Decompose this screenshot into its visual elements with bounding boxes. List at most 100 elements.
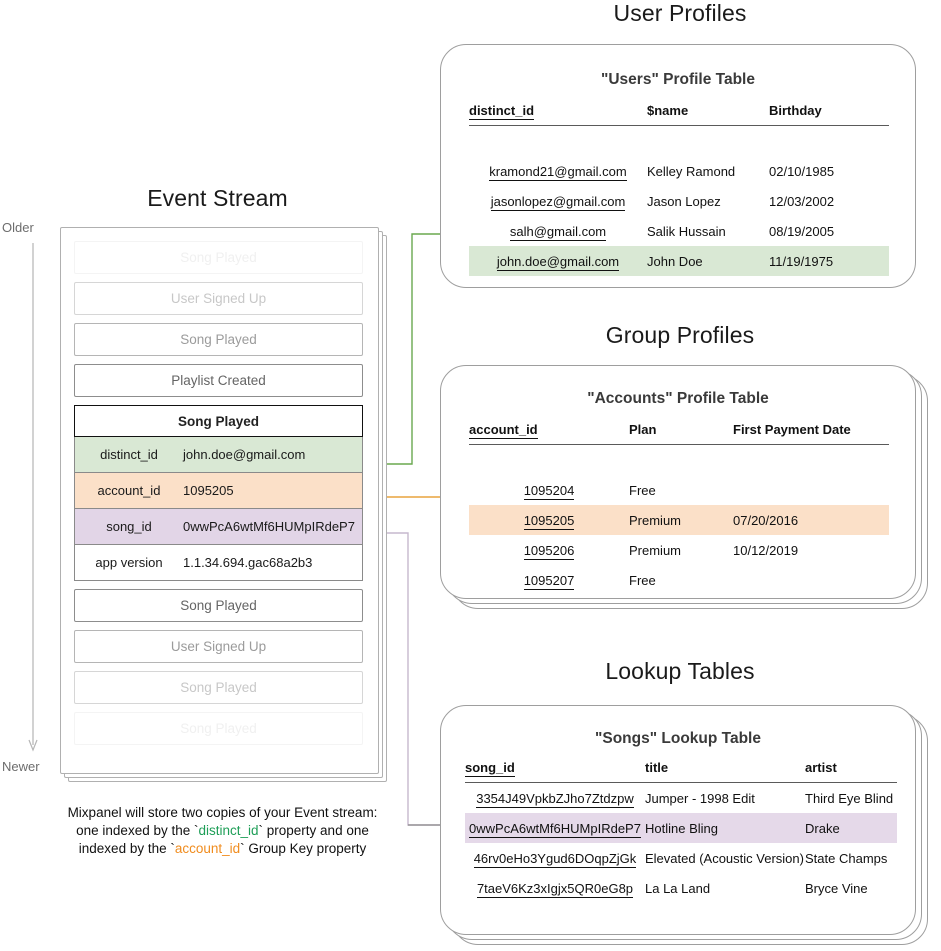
caption-line-1: Mixpanel will store two copies of your E… — [67, 805, 378, 820]
cell-birthday: 11/19/1975 — [769, 246, 889, 276]
event-card[interactable]: Song Played — [74, 671, 363, 704]
table-row[interactable]: kramond21@gmail.com Kelley Ramond 02/10/… — [469, 156, 889, 186]
caption-line-3: indexed by the `account_id` Group Key pr… — [40, 840, 405, 858]
table-row[interactable]: 7taeV6Kz3xIgjx5QR0eG8p La La Land Bryce … — [465, 873, 897, 903]
event-card[interactable]: Song Played — [74, 589, 363, 622]
table-row[interactable]: salh@gmail.com Salik Hussain 08/19/2005 — [469, 216, 889, 246]
table-row[interactable]: jasonlopez@gmail.com Jason Lopez 12/03/2… — [469, 186, 889, 216]
caption-text: one indexed by the ` — [76, 823, 199, 838]
table-row[interactable]: 1095204 Free — [469, 475, 889, 505]
songs-table-header-row: song_id title artist — [465, 760, 897, 783]
event-property-value: 0wwPcA6wtMf6HUMpIRdeP7 — [183, 519, 355, 534]
cell-first-payment-date: 10/12/2019 — [733, 542, 799, 558]
event-card[interactable]: Song Played — [74, 241, 363, 274]
cell-first-payment-date: 07/20/2016 — [733, 505, 889, 535]
caption-text: indexed by the ` — [78, 841, 175, 856]
event-property-key: distinct_id — [100, 447, 158, 462]
caption-keyword-distinct-id: distinct_id — [198, 823, 259, 838]
cell-name: Salik Hussain — [647, 223, 726, 239]
cell-plan: Premium — [629, 505, 733, 535]
cell-distinct-id: john.doe@gmail.com — [469, 246, 647, 276]
accounts-table: account_id Plan First Payment Date 10952… — [469, 422, 889, 595]
expanded-event-title: Song Played — [74, 405, 363, 437]
cell-artist: Third Eye Blind — [805, 790, 894, 806]
event-property-row-app-version: app version 1.1.34.694.gac68a2b3 — [74, 545, 363, 581]
cell-birthday: 02/10/1985 — [769, 163, 835, 179]
event-card[interactable]: Song Played — [74, 712, 363, 745]
column-header-song-id: song_id — [465, 760, 515, 777]
event-property-value: john.doe@gmail.com — [183, 447, 306, 462]
group-profiles-heading: Group Profiles — [605, 322, 755, 348]
cell-title: Jumper - 1998 Edit — [645, 790, 755, 806]
table-row[interactable]: 1095206 Premium 10/12/2019 — [469, 535, 889, 565]
cell-song-id: 3354J49VpkbZJho7Ztdzpw — [476, 790, 634, 808]
users-table: distinct_id $name Birthday kramond21@gma… — [469, 103, 889, 276]
column-header-birthday: Birthday — [769, 103, 822, 118]
cell-birthday: 08/19/2005 — [769, 223, 835, 239]
event-property-key: song_id — [106, 519, 152, 534]
table-row-highlighted[interactable]: 0wwPcA6wtMf6HUMpIRdeP7 Hotline Bling Dra… — [465, 813, 897, 843]
table-row-highlighted[interactable]: 1095205 Premium 07/20/2016 — [469, 505, 889, 535]
column-header-first-payment-date: First Payment Date — [733, 422, 851, 437]
caption-line-2: one indexed by the `distinct_id` propert… — [40, 822, 405, 840]
cell-plan: Free — [629, 482, 656, 498]
lookup-tables-heading: Lookup Tables — [605, 658, 755, 684]
user-profiles-heading: User Profiles — [613, 0, 747, 26]
event-stream-heading: Event Stream — [147, 185, 288, 211]
column-header-title: title — [645, 760, 669, 775]
column-header-plan: Plan — [629, 422, 657, 437]
cell-artist: State Champs — [805, 850, 888, 866]
cell-song-id: 0wwPcA6wtMf6HUMpIRdeP7 — [465, 813, 645, 843]
axis-newer-label: Newer — [2, 759, 40, 774]
lookup-tables-panel: "Songs" Lookup Table song_id title artis… — [440, 705, 916, 935]
cell-first-payment-date — [733, 475, 889, 505]
cell-account-id: 1095205 — [469, 505, 629, 535]
time-axis-arrowhead — [28, 739, 38, 752]
cell-name: Kelley Ramond — [647, 163, 736, 179]
cell-distinct-id: jasonlopez@gmail.com — [490, 193, 626, 211]
cell-title: La La Land — [645, 880, 711, 896]
table-spacer — [469, 126, 889, 157]
cell-plan: Premium — [629, 542, 682, 558]
event-card[interactable]: User Signed Up — [74, 630, 363, 663]
cell-first-payment-date — [733, 565, 889, 595]
cell-name: Jason Lopez — [647, 193, 721, 209]
cell-artist: Bryce Vine — [805, 880, 868, 896]
cell-birthday: 12/03/2002 — [769, 193, 835, 209]
cell-distinct-id: kramond21@gmail.com — [489, 163, 627, 181]
column-header-account-id: account_id — [469, 422, 538, 439]
users-table-header-row: distinct_id $name Birthday — [469, 103, 889, 126]
caption-keyword-account-id: account_id — [174, 841, 241, 856]
cell-song-id: 7taeV6Kz3xIgjx5QR0eG8p — [476, 880, 634, 898]
caption-text: ` Group Key property — [240, 841, 367, 856]
cell-account-id: 1095206 — [523, 542, 575, 560]
event-stream-caption: Mixpanel will store two copies of your E… — [40, 804, 405, 858]
axis-older-label: Older — [2, 220, 34, 235]
cell-song-id: 46rv0eHo3Ygud6DOqpZjGk — [473, 850, 637, 868]
cell-name: John Doe — [647, 246, 769, 276]
event-card[interactable]: User Signed Up — [74, 282, 363, 315]
event-property-row-song-id: song_id 0wwPcA6wtMf6HUMpIRdeP7 — [74, 509, 363, 545]
column-header-distinct-id: distinct_id — [469, 103, 535, 120]
column-header-name: $name — [647, 103, 689, 118]
column-header-artist: artist — [805, 760, 837, 775]
event-property-value: 1095205 — [183, 483, 234, 498]
event-card[interactable]: Song Played — [74, 323, 363, 356]
event-property-row-account-id: account_id 1095205 — [74, 473, 363, 509]
songs-table-title: "Songs" Lookup Table — [595, 730, 761, 747]
cell-distinct-id: salh@gmail.com — [509, 223, 607, 241]
group-profiles-panel: "Accounts" Profile Table account_id Plan… — [440, 365, 916, 599]
event-property-key: account_id — [97, 483, 161, 498]
event-property-value: 1.1.34.694.gac68a2b3 — [183, 555, 313, 570]
expanded-event-card[interactable]: Song Played distinct_id john.doe@gmail.c… — [74, 405, 363, 581]
event-property-row-distinct-id: distinct_id john.doe@gmail.com — [74, 437, 363, 473]
table-row[interactable]: 3354J49VpkbZJho7Ztdzpw Jumper - 1998 Edi… — [465, 783, 897, 814]
event-list: Song Played User Signed Up Song Played P… — [60, 227, 377, 772]
event-stream-panel: Song Played User Signed Up Song Played P… — [60, 227, 387, 782]
event-card[interactable]: Playlist Created — [74, 364, 363, 397]
table-row-highlighted[interactable]: john.doe@gmail.com John Doe 11/19/1975 — [469, 246, 889, 276]
songs-table: song_id title artist 3354J49VpkbZJho7Ztd… — [465, 760, 897, 903]
table-row[interactable]: 46rv0eHo3Ygud6DOqpZjGk Elevated (Acousti… — [465, 843, 897, 873]
table-row[interactable]: 1095207 Free — [469, 565, 889, 595]
cell-title: Elevated (Acoustic Version) — [645, 850, 804, 866]
